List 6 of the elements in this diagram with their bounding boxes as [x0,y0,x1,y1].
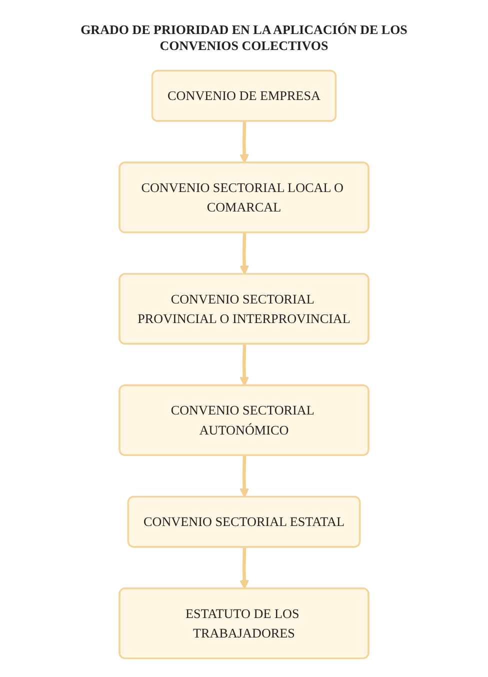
diagram-title: GRADO DE PRIORIDAD EN LA APLICACIÓN DE LOS CONVENIOS COLECTIVOS [80,22,408,54]
arrow [240,547,250,590]
arrow [240,456,250,498]
arrow [240,232,250,275]
arrow [240,121,250,164]
arrow [240,344,250,386]
